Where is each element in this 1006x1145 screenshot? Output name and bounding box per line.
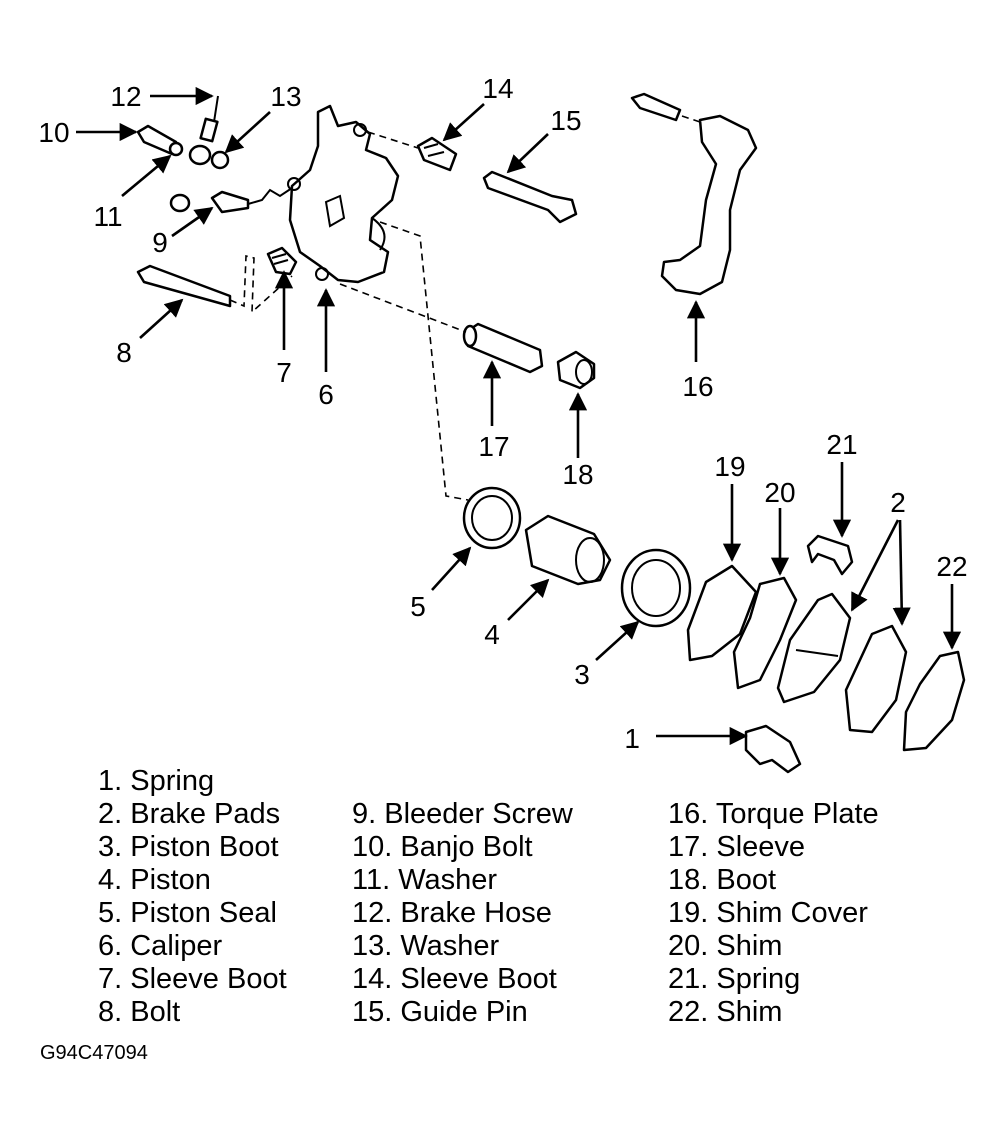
callout-22: 22 <box>936 551 967 582</box>
callout-7: 7 <box>276 357 292 388</box>
legend-item: 8. Bolt <box>98 996 181 1028</box>
caliper-part <box>287 104 400 284</box>
callout-20: 20 <box>764 477 795 508</box>
callout-8: 8 <box>116 337 132 368</box>
legend-column-2: 9. Bleeder Screw 10. Banjo Bolt 11. Wash… <box>352 798 573 1029</box>
bleeder-screw-part <box>210 190 250 214</box>
legend-item: 18. Boot <box>668 864 777 896</box>
legend-item: 5. Piston Seal <box>98 897 277 929</box>
spring-1-part <box>744 724 802 774</box>
legend-item: 7. Sleeve Boot <box>98 963 287 995</box>
callout-11: 11 <box>93 201 122 232</box>
callout-18: 18 <box>562 459 593 490</box>
callout-19: 19 <box>714 451 745 482</box>
callout-16: 16 <box>682 371 713 402</box>
legend-item: 6. Caliper <box>98 930 223 962</box>
callout-9: 9 <box>152 227 168 258</box>
callout-17: 17 <box>478 431 509 462</box>
callout-arrows <box>76 86 962 746</box>
legend-item: 10. Banjo Bolt <box>352 831 533 863</box>
brake-pad-outer-part <box>776 592 852 704</box>
brake-pad-inner-part <box>844 624 908 734</box>
legend-column-3: 16. Torque Plate 17. Sleeve 18. Boot 19.… <box>668 798 879 1029</box>
legend-item: 16. Torque Plate <box>668 798 879 830</box>
torque-plate-part <box>630 92 758 296</box>
legend-item: 12. Brake Hose <box>352 897 552 929</box>
legend-column-1: 1. Spring 2. Brake Pads 3. Piston Boot 4… <box>98 765 287 1029</box>
legend-item: 21. Spring <box>668 963 801 995</box>
piston-part <box>524 514 612 586</box>
shim-20-part <box>732 576 798 690</box>
callout-3: 3 <box>574 659 590 690</box>
brake-hose-part <box>188 95 219 166</box>
callout-5: 5 <box>410 591 426 622</box>
bolt-part <box>136 264 232 308</box>
legend-item: 2. Brake Pads <box>98 798 281 830</box>
legend-item: 4. Piston <box>98 864 211 896</box>
bleeder-cap-part <box>169 193 191 213</box>
legend-item: 22. Shim <box>668 996 783 1028</box>
callout-14: 14 <box>482 73 513 104</box>
callout-1: 1 <box>624 723 640 754</box>
callout-10: 10 <box>38 117 69 148</box>
shim-cover-part <box>686 564 758 662</box>
shim-22-part <box>902 650 966 752</box>
piston-seal-part <box>462 486 522 550</box>
legend-item: 20. Shim <box>668 930 783 962</box>
boot-part <box>556 350 596 390</box>
legend-item: 17. Sleeve <box>668 831 806 863</box>
legend-item: 19. Shim Cover <box>668 897 868 929</box>
callout-21: 21 <box>826 429 857 460</box>
spring-21-part <box>806 534 854 576</box>
sleeve-part <box>462 322 544 374</box>
callout-4: 4 <box>484 619 500 650</box>
sleeve-boot-7-part <box>266 246 298 276</box>
legend-item: 15. Guide Pin <box>352 996 528 1028</box>
legend-item: 9. Bleeder Screw <box>352 798 573 830</box>
legend-item: 1. Spring <box>98 765 215 797</box>
callout-2: 2 <box>890 487 906 518</box>
sleeve-boot-14-part <box>416 136 458 172</box>
guide-pin-part <box>482 170 578 224</box>
banjo-bolt-part <box>136 124 184 157</box>
legend-item: 13. Washer <box>352 930 500 962</box>
callout-15: 15 <box>550 105 581 136</box>
legend-item: 14. Sleeve Boot <box>352 963 557 995</box>
callout-6: 6 <box>318 379 334 410</box>
legend-item: 11. Washer <box>352 864 498 896</box>
legend-item: 3. Piston Boot <box>98 831 279 863</box>
callout-13: 13 <box>270 81 301 112</box>
piston-boot-part <box>620 548 692 628</box>
washer-13-part <box>210 150 230 170</box>
callout-12: 12 <box>110 81 141 112</box>
figure-code: G94C47094 <box>40 1042 148 1064</box>
